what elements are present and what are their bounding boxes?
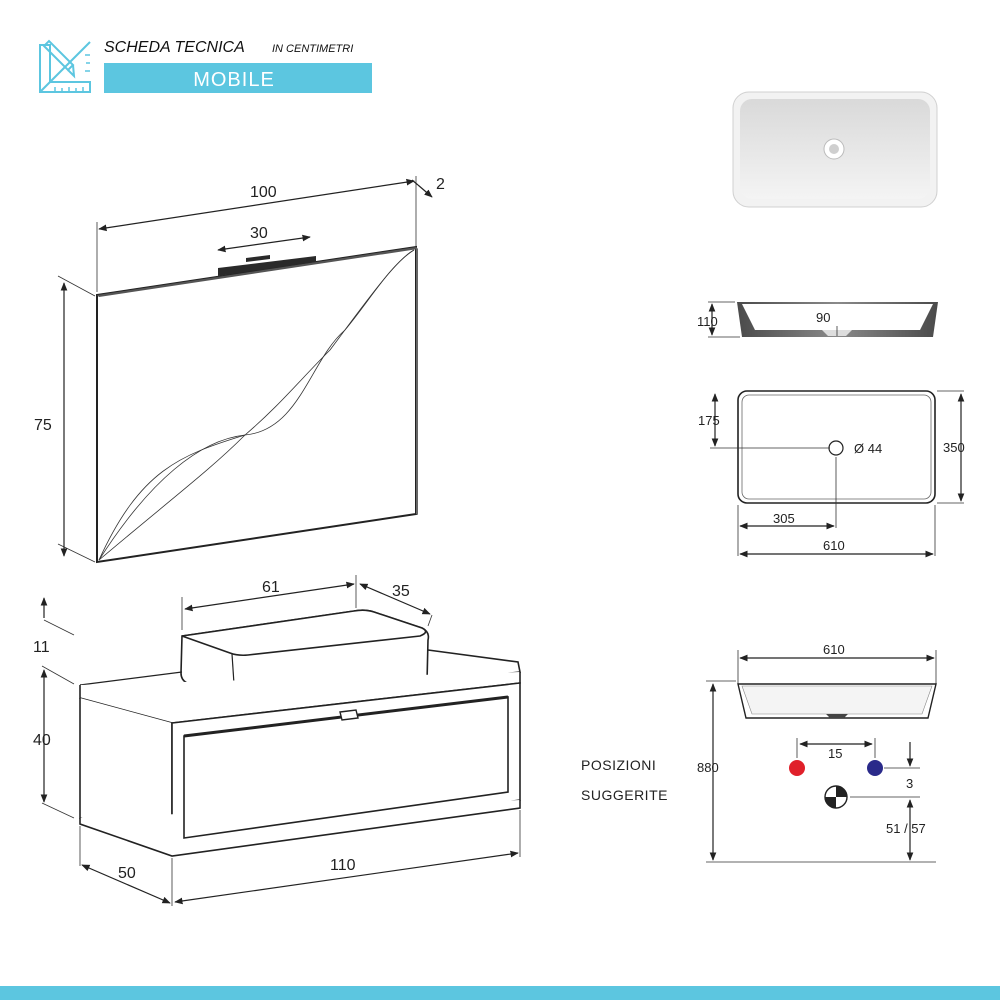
fittings-spacing-label: 15 [828, 746, 842, 761]
drain-diameter-label: Ø 44 [854, 441, 882, 456]
mirror-height-label: 75 [34, 417, 52, 434]
fittings-view: 610 POSIZIONI SUGGERITE 880 15 3 51 / 57 [581, 642, 937, 863]
basin-width-label: 610 [823, 538, 845, 553]
sheet-title: SCHEDA TECNICA [104, 39, 245, 56]
banner-bar [104, 63, 372, 93]
basin-side-inner-label: 90 [816, 310, 830, 325]
cold-water-icon [867, 760, 883, 776]
positions-label-line2: SUGGERITE [581, 787, 668, 803]
mirror-depth-label: 2 [436, 176, 445, 193]
basin-width-label: 61 [262, 579, 280, 596]
basin-height-label: 11 [33, 639, 50, 656]
mirror-width-label: 100 [250, 184, 277, 201]
cabinet-height-label: 40 [33, 732, 51, 749]
sheet-subtitle: IN CENTIMETRI [272, 43, 353, 55]
cabinet-drawing [79, 609, 521, 857]
cabinet-width-label: 110 [330, 857, 356, 874]
mirror-drawing [96, 245, 418, 564]
cabinet-dimensions: 61 35 11 40 50 110 [33, 575, 521, 906]
positions-label-line1: POSIZIONI [581, 757, 656, 773]
banner-label: MOBILE [193, 69, 275, 91]
basin-side-height-label: 110 [697, 314, 718, 329]
fittings-offset-label: 3 [906, 776, 913, 791]
mirror-dimensions: 100 2 30 75 [34, 176, 445, 563]
lamp-width-label: 30 [250, 225, 268, 242]
basin-half-depth-label: 175 [698, 413, 720, 428]
basin-render [732, 91, 938, 208]
drain-icon [824, 785, 848, 809]
drain-height-label: 51 / 57 [886, 821, 926, 836]
cabinet-depth-label: 50 [118, 865, 136, 882]
basin-top-view: Ø 44 175 350 305 610 [698, 390, 965, 558]
basin-depth-label: 350 [943, 440, 965, 455]
ruler-pencil-icon [39, 39, 91, 93]
basin-side-view: 110 90 [697, 301, 938, 338]
fittings-height-label: 880 [697, 760, 719, 775]
header: SCHEDA TECNICA IN CENTIMETRI MOBILE [39, 39, 372, 93]
hot-water-icon [789, 760, 805, 776]
fittings-width-label: 610 [823, 642, 845, 657]
footer-border [0, 986, 1000, 1000]
basin-half-width-label: 305 [773, 511, 795, 526]
basin-depth-label: 35 [392, 583, 410, 600]
